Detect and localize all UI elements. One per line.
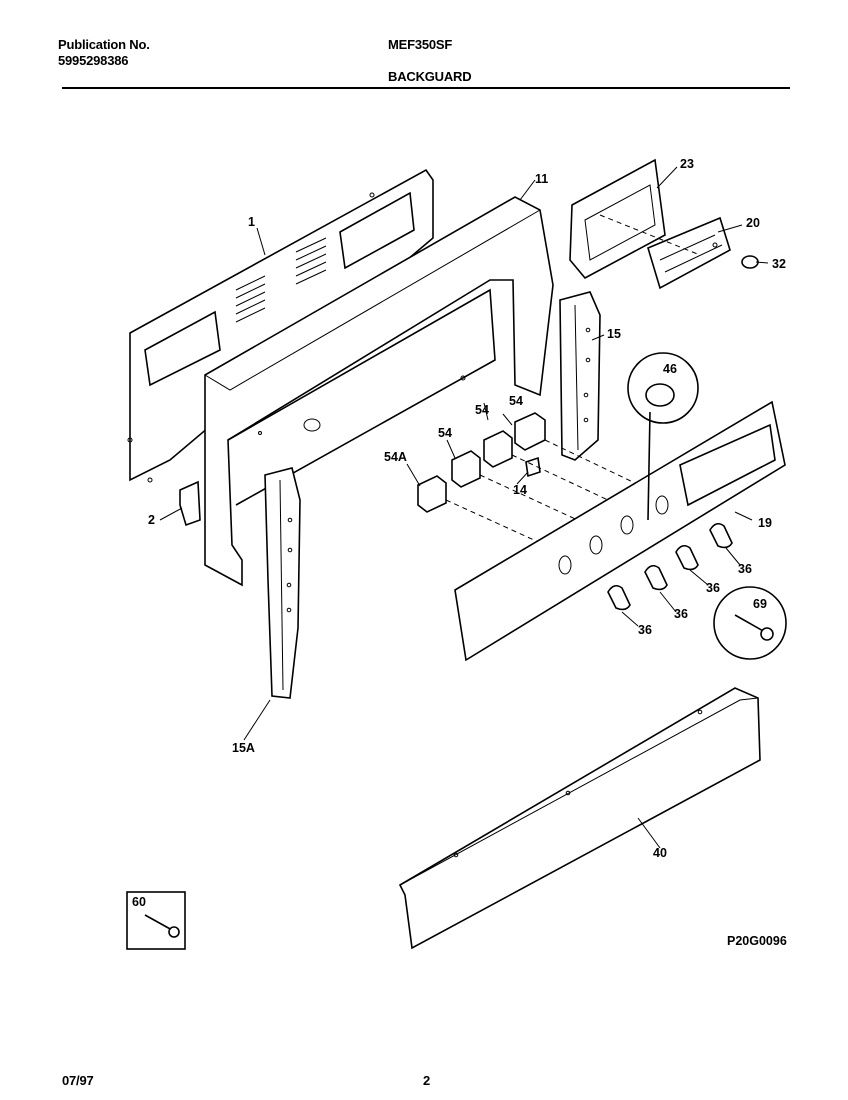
- leader-lines: [159, 166, 769, 849]
- trim-part-40: [398, 687, 761, 950]
- footer-date: 07/97: [62, 1073, 94, 1088]
- side-bracket-part-15A: [264, 467, 301, 699]
- switch-part-54A: [417, 475, 447, 513]
- control-knobs-part-36: [607, 522, 733, 611]
- callout-54-upper: 54: [509, 394, 523, 408]
- footer-page-number: 2: [423, 1073, 431, 1088]
- control-panel-part-19: [454, 400, 786, 662]
- callout-32: 32: [772, 257, 786, 271]
- publication-label: Publication No.: [58, 37, 150, 52]
- section-title: BACKGUARD: [388, 69, 472, 84]
- switch-part-54-lower: [483, 430, 513, 468]
- backguard-frame-part-11: [204, 196, 554, 587]
- model-number: MEF350SF: [388, 37, 453, 52]
- callout-36-c: 36: [674, 607, 688, 621]
- bracket-part-2: [179, 480, 201, 527]
- callout-54-middle: 54: [475, 403, 489, 417]
- callout-11: 11: [535, 172, 548, 186]
- callout-54-lower: 54: [438, 426, 452, 440]
- header-rule: [62, 87, 790, 89]
- drawing-code: P20G0096: [727, 934, 787, 948]
- switch-part-54-upper: [514, 412, 546, 451]
- lens-holder-part-23: [569, 158, 666, 280]
- callout-36-d: 36: [638, 623, 652, 637]
- terminal-part-14: [525, 456, 541, 478]
- callout-2: 2: [148, 513, 155, 527]
- clock-timer-part-20: [647, 216, 731, 290]
- callout-60: 60: [132, 895, 146, 909]
- callout-36-b: 36: [706, 581, 720, 595]
- callout-15A: 15A: [232, 741, 255, 755]
- callout-20: 20: [746, 216, 760, 230]
- callout-14: 14: [513, 483, 527, 497]
- publication-number: 5995298386: [58, 53, 129, 68]
- callout-40: 40: [653, 846, 667, 860]
- detail-circle-part-69: [713, 586, 787, 660]
- switch-part-54-middle: [451, 450, 481, 488]
- callout-1: 1: [248, 215, 255, 229]
- callout-36-a: 36: [738, 562, 752, 576]
- side-bracket-part-15: [559, 291, 601, 461]
- knob-part-32: [741, 255, 759, 269]
- callout-19: 19: [758, 516, 772, 530]
- detail-circle-part-46: [627, 352, 699, 521]
- callout-69: 69: [753, 597, 767, 611]
- callout-54A: 54A: [384, 450, 407, 464]
- callout-46: 46: [663, 362, 677, 376]
- callout-15: 15: [607, 327, 621, 341]
- callout-23: 23: [680, 157, 694, 171]
- screw-box-part-60: [126, 891, 186, 950]
